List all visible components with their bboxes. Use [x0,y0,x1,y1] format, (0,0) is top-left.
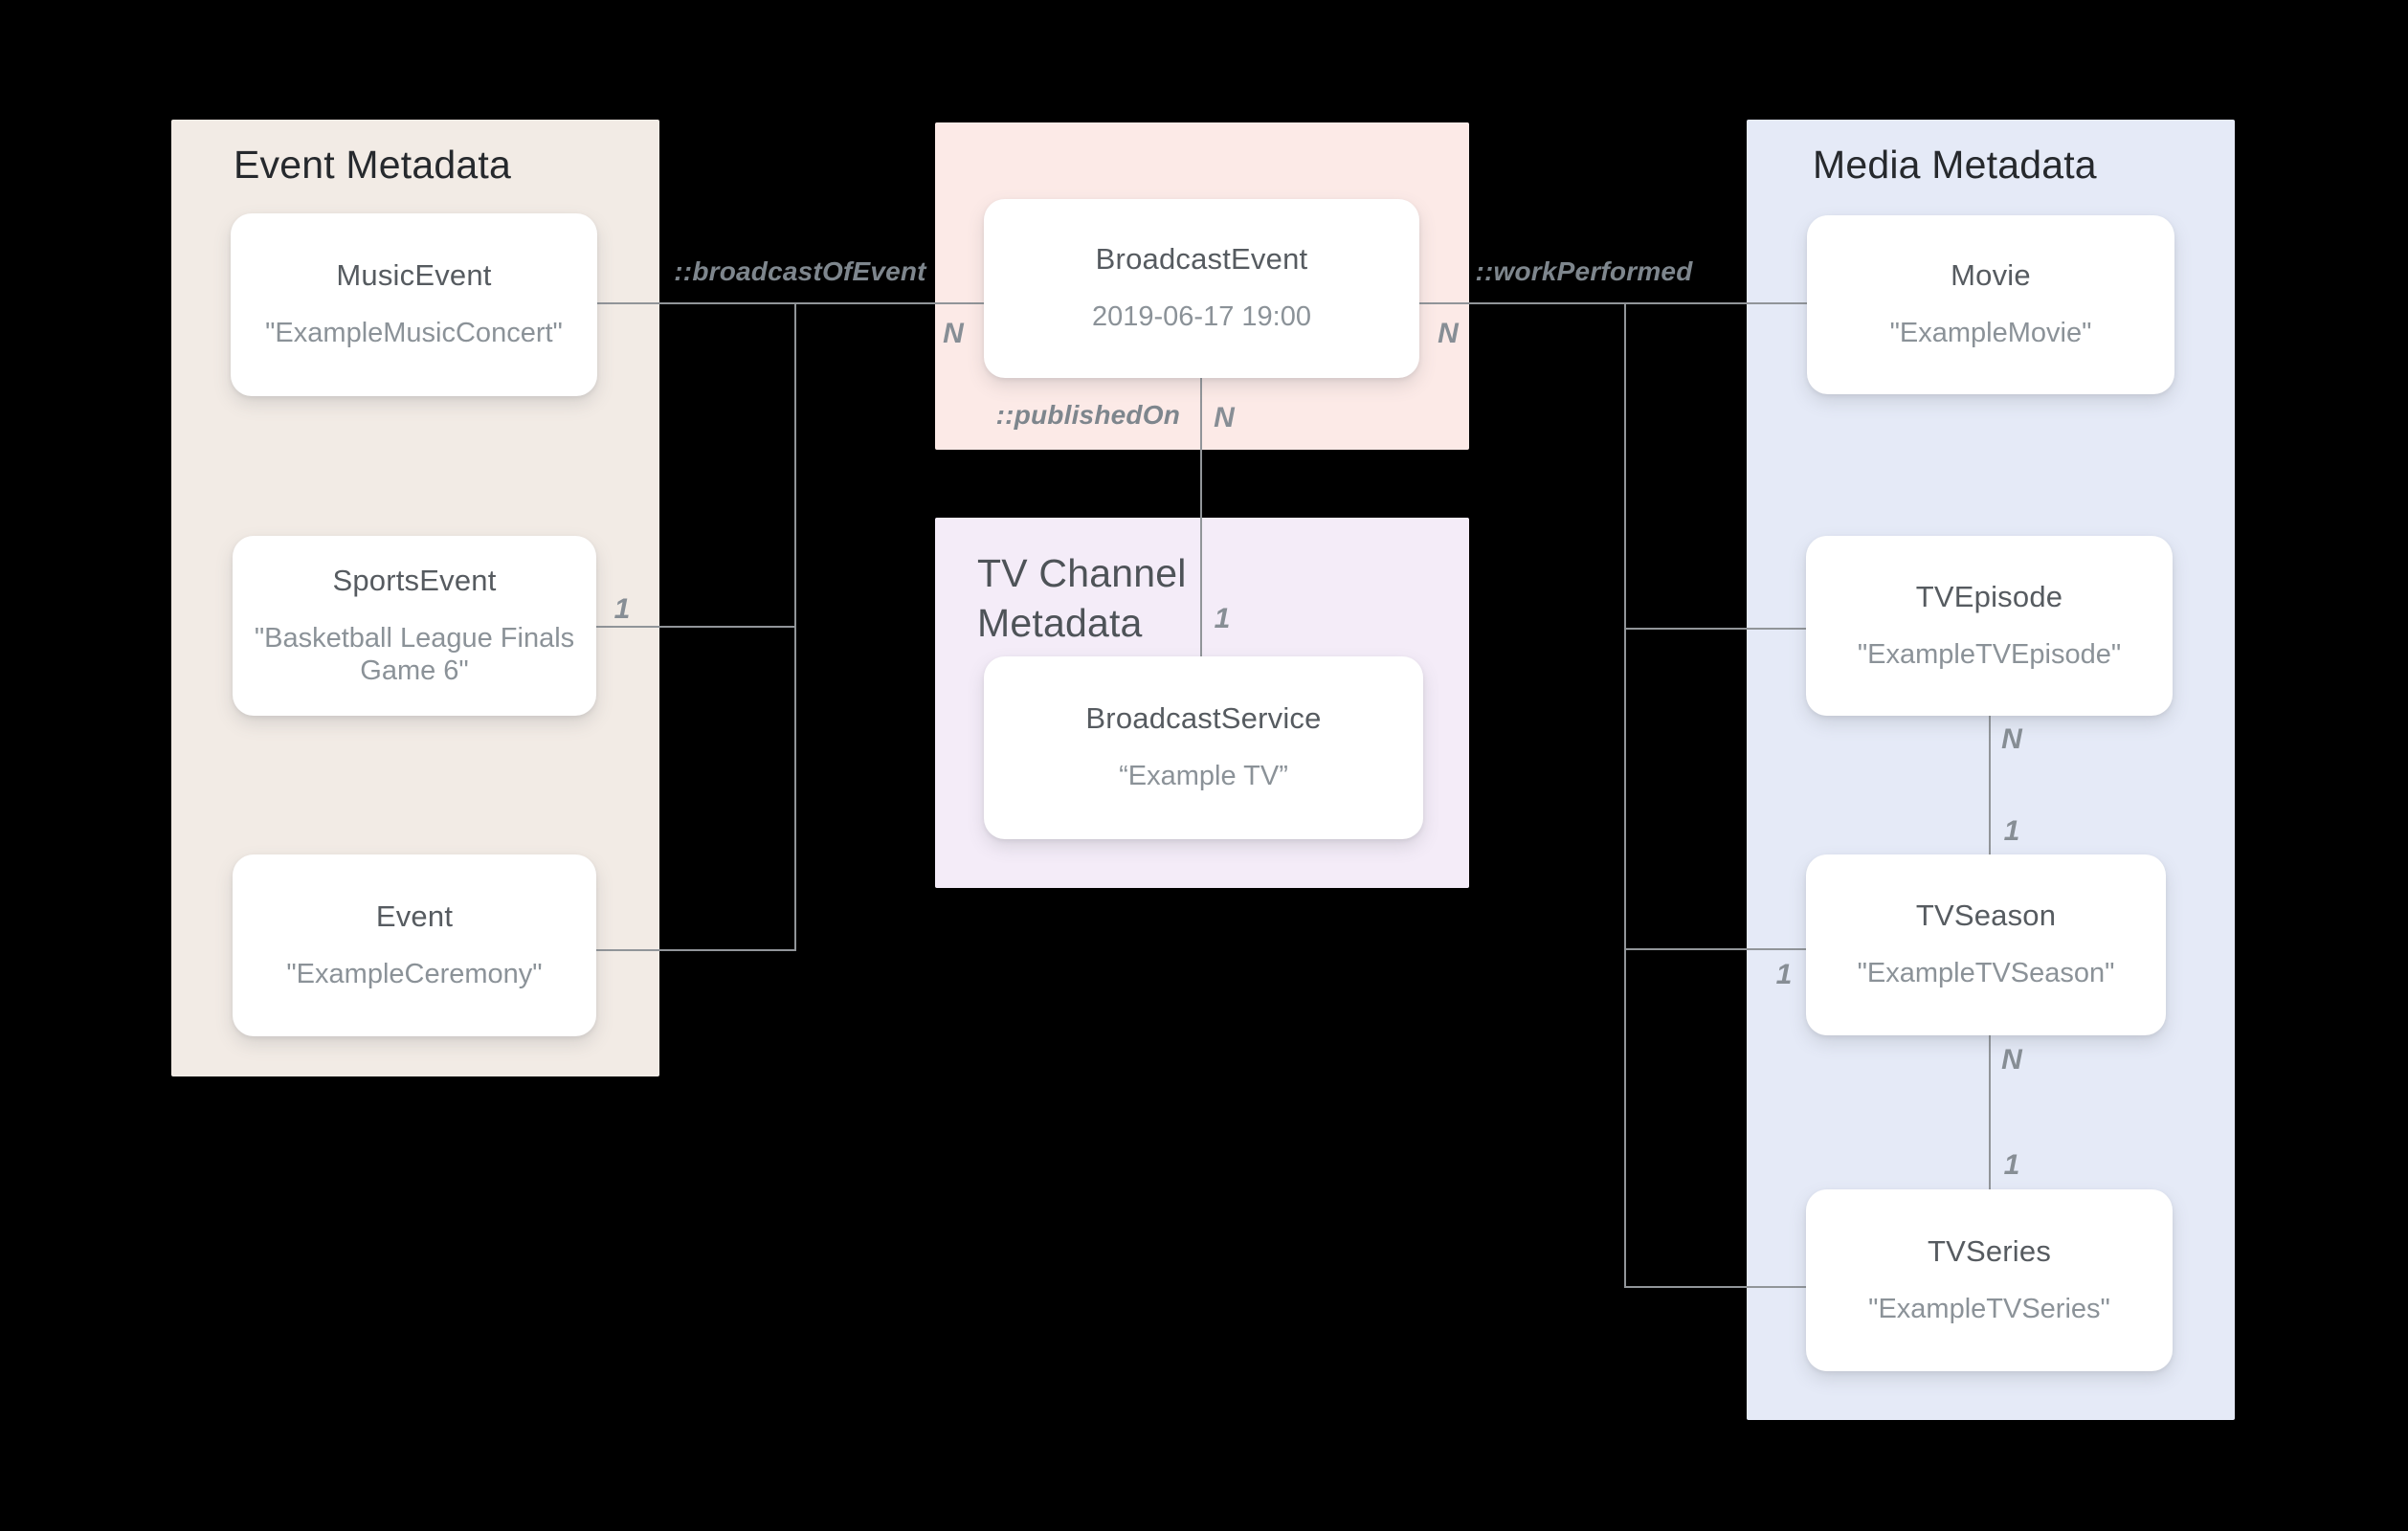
cardinality-episode-season-1: 1 [2003,815,2020,847]
connector-tvepisode-branch [1624,628,1806,630]
connector-tvseason-branch [1624,948,1806,950]
connector-event-branch [596,949,796,951]
cardinality-broadcastofevent-n: N [943,318,964,349]
card-tvseason-title: TVSeason [1915,899,2057,933]
connector-episode-season [1989,716,1991,854]
card-broadcastevent-title: BroadcastEvent [1095,242,1308,277]
card-tvseries-subtitle: "ExampleTVSeries" [1868,1293,2110,1324]
card-movie: Movie "ExampleMovie" [1807,215,2174,394]
connector-musicevent-broadcastevent [597,302,984,304]
card-tvepisode: TVEpisode "ExampleTVEpisode" [1806,536,2173,716]
card-tvseason-subtitle: "ExampleTVSeason" [1857,958,2115,989]
cardinality-workperformed-n: N [1438,318,1459,349]
card-broadcastevent-subtitle: 2019-06-17 19:00 [1092,301,1311,333]
relation-publishedon-label: ::publishedOn [995,400,1180,430]
card-musicevent: MusicEvent "ExampleMusicConcert" [231,213,597,396]
card-broadcastservice: BroadcastService “Example TV” [984,656,1423,839]
cardinality-publishedon-n: N [1214,402,1235,433]
media-metadata-title: Media Metadata [1813,143,2097,187]
relation-broadcastofevent-label: ::broadcastOfEvent [674,256,926,286]
cardinality-season-series-n: N [2001,1044,2022,1076]
connector-tvseries-branch [1624,1286,1806,1288]
tv-channel-metadata-title: TV Channel Metadata [977,551,1187,646]
card-tvepisode-subtitle: "ExampleTVEpisode" [1857,638,2122,670]
event-metadata-title: Event Metadata [234,143,511,187]
connector-sportsevent-branch [596,626,796,628]
card-musicevent-title: MusicEvent [336,258,492,293]
connector-season-series [1989,1035,1991,1189]
cardinality-publishedon-1: 1 [1214,603,1231,634]
cardinality-sportsevent-1: 1 [613,593,631,625]
card-event-subtitle: "ExampleCeremony" [286,958,543,989]
card-sportsevent-title: SportsEvent [332,563,497,597]
card-musicevent-subtitle: "ExampleMusicConcert" [265,318,563,349]
connector-publishedon [1200,378,1202,656]
card-broadcastservice-subtitle: “Example TV” [1119,761,1288,792]
card-tvseason: TVSeason "ExampleTVSeason" [1806,854,2166,1035]
card-sportsevent: SportsEvent "Basketball League Finals Ga… [233,536,596,716]
card-movie-title: Movie [1951,258,2031,293]
card-tvepisode-title: TVEpisode [1915,579,2063,613]
card-tvseries-title: TVSeries [1927,1233,2052,1268]
card-event: Event "ExampleCeremony" [233,854,596,1036]
cardinality-season-series-1: 1 [2003,1149,2020,1181]
card-sportsevent-subtitle: "Basketball League Finals Game 6" [254,622,575,687]
card-event-title: Event [375,899,454,933]
cardinality-tvseason-1: 1 [1775,959,1793,990]
relation-workperformed-label: ::workPerformed [1475,256,1693,286]
connector-broadcastevent-movie [1419,302,1807,304]
card-broadcastevent: BroadcastEvent 2019-06-17 19:00 [984,199,1419,378]
cardinality-episode-season-n: N [2001,723,2022,755]
card-broadcastservice-title: BroadcastService [1085,701,1322,736]
card-movie-subtitle: "ExampleMovie" [1889,318,2092,349]
card-tvseries: TVSeries "ExampleTVSeries" [1806,1189,2173,1371]
connector-right-trunk [1624,302,1626,1288]
